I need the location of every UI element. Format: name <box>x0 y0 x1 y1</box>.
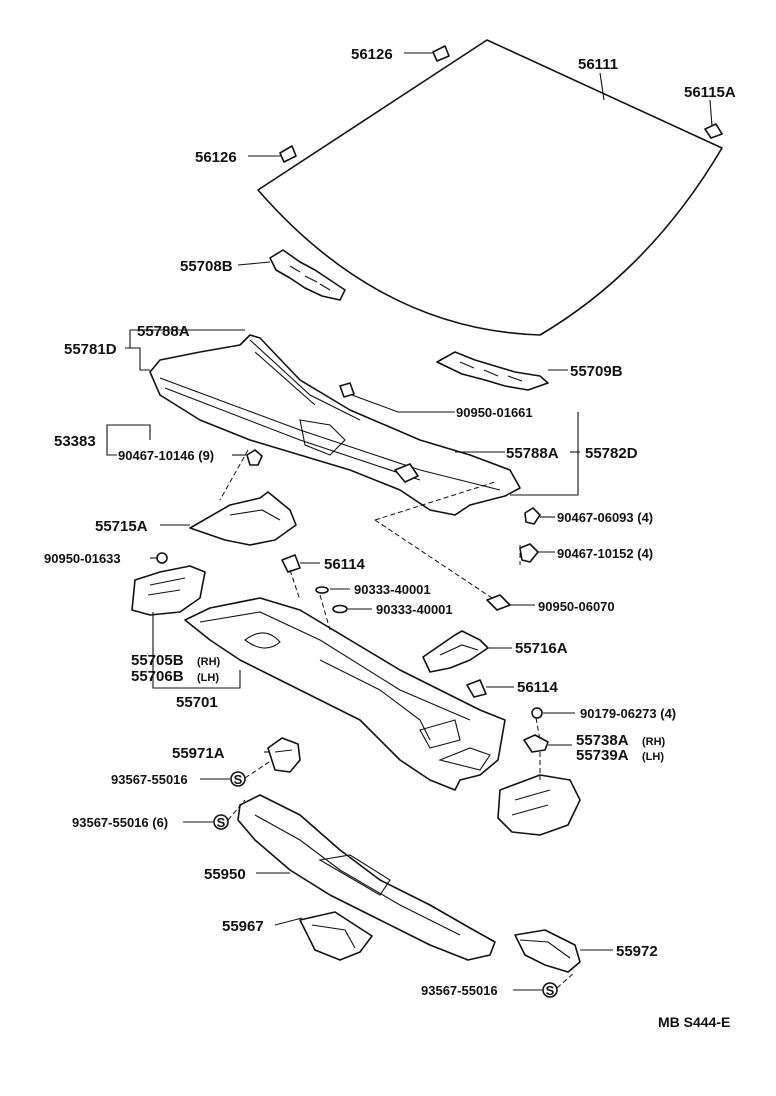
s-symbol-a: S <box>230 771 246 787</box>
clip-90467-06093 <box>524 507 541 525</box>
label-56114-top: 56114 <box>324 556 366 573</box>
cowl-side-panel-right <box>497 774 581 836</box>
label-55738a-side: (RH) <box>642 736 666 748</box>
s-symbol-b-label: S <box>217 815 226 830</box>
label-55781d: 55781D <box>64 341 117 358</box>
label-90179-06273: 90179-06273 (4) <box>580 706 676 721</box>
leader-lines <box>106 52 713 991</box>
windshield-clip-right <box>704 123 723 139</box>
clip-90950-01633 <box>156 552 168 564</box>
label-90333-40001-a: 90333-40001 <box>354 582 431 597</box>
label-55788a-top: 55788A <box>137 323 190 340</box>
windshield-spacer-top <box>432 45 450 62</box>
label-93567-55016-b: 93567-55016 (6) <box>72 815 168 830</box>
bracket-55738a <box>523 734 549 753</box>
label-56115a: 56115A <box>684 84 736 101</box>
air-intake-duct <box>237 794 496 961</box>
grommet-90333-40001-a <box>315 586 329 594</box>
windshield-spacer-left <box>279 145 297 163</box>
cowl-side-panel-left <box>131 565 206 616</box>
label-56114-right: 56114 <box>517 679 559 696</box>
label-90950-06070: 90950-06070 <box>538 599 615 614</box>
windshield-dam-right <box>436 351 549 391</box>
label-90950-01633: 90950-01633 <box>44 551 121 566</box>
windshield-glass <box>257 39 723 336</box>
s-symbol-c: S <box>542 982 558 998</box>
label-55709b: 55709B <box>570 363 623 380</box>
clip-90467-10152 <box>519 543 539 563</box>
label-90333-40001-b: 90333-40001 <box>376 602 453 617</box>
cowl-drain-hose <box>514 929 581 973</box>
label-53383: 53383 <box>54 433 96 450</box>
label-56126-left: 56126 <box>195 149 237 166</box>
label-55967: 55967 <box>222 918 264 935</box>
label-93567-55016-c: 93567-55016 <box>421 983 498 998</box>
label-90950-01661: 90950-01661 <box>456 405 533 420</box>
nut-90179-06273 <box>531 707 543 719</box>
label-55705b-side: (RH) <box>197 656 221 668</box>
cowl-side-cover-lh <box>422 630 489 673</box>
label-55972: 55972 <box>616 943 658 960</box>
label-55739a-side: (LH) <box>642 751 664 763</box>
label-55950: 55950 <box>204 866 246 883</box>
cowl-side-cover-rh <box>189 491 297 546</box>
label-55782d: 55782D <box>585 445 638 462</box>
clip-56114-top <box>281 554 301 573</box>
cowl-ventilator <box>267 737 301 773</box>
label-56111: 56111 <box>578 56 618 73</box>
label-55705b: 55705B <box>131 652 184 669</box>
dashed-lines <box>219 449 576 989</box>
label-55708b: 55708B <box>180 258 233 275</box>
label-55739a: 55739A <box>576 747 629 764</box>
label-56126-top: 56126 <box>351 46 393 63</box>
cowl-top-panel <box>184 597 506 791</box>
part-labels: 56126 56111 56115A 56126 55708B 55709B 5… <box>44 46 736 1030</box>
label-90467-10146: 90467-10146 (9) <box>118 448 214 463</box>
s-symbol-b: S <box>213 814 229 830</box>
cowl-drain <box>299 911 373 961</box>
clip-90950-01661 <box>339 382 355 398</box>
windshield-dam-left <box>269 249 346 301</box>
cowl-louver-assembly <box>149 334 521 516</box>
label-55738a: 55738A <box>576 732 629 749</box>
label-55706b-side: (LH) <box>197 672 219 684</box>
label-93567-55016-a: 93567-55016 <box>111 772 188 787</box>
clip-90467-10146 <box>246 449 263 466</box>
s-symbol-a-label: S <box>234 772 243 787</box>
footer-code: MB S444-E <box>658 1014 730 1030</box>
label-55716a: 55716A <box>515 640 568 657</box>
grommet-90333-40001-b <box>332 604 348 614</box>
label-55788a-right: 55788A <box>506 445 559 462</box>
label-55701: 55701 <box>176 694 218 711</box>
label-55706b: 55706B <box>131 668 184 685</box>
label-90467-10152: 90467-10152 (4) <box>557 546 653 561</box>
label-55715a: 55715A <box>95 518 148 535</box>
label-55971a: 55971A <box>172 745 225 762</box>
label-90467-06093: 90467-06093 (4) <box>557 510 653 525</box>
s-symbol-c-label: S <box>546 983 555 998</box>
clip-56114-right <box>466 679 487 698</box>
